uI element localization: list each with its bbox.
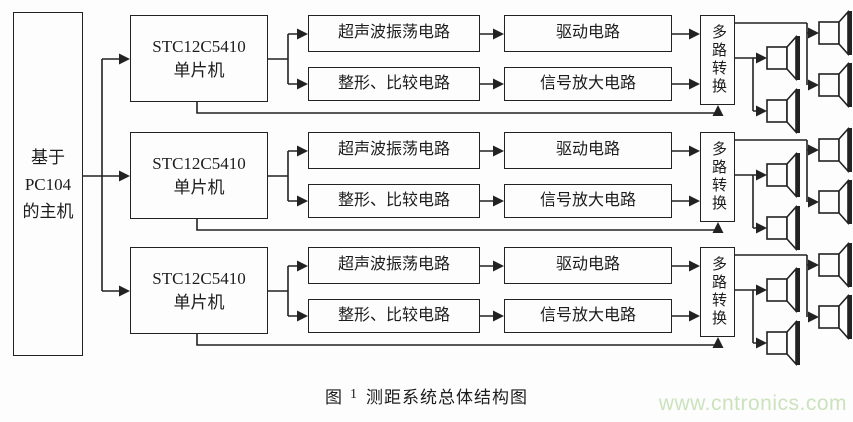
oscillator-box-3: 超声波振荡电路 [308, 247, 480, 284]
mcu-label-line1: STC12C5410 [152, 153, 246, 173]
arrow-icon [689, 310, 700, 322]
transducer-icon [766, 88, 801, 134]
arrow-icon [689, 28, 700, 40]
arrow-icon [297, 145, 308, 157]
transducer-icon [818, 127, 853, 173]
mcu-label-line2: 单片机 [173, 292, 225, 312]
mux-box-2: 多路转换 [700, 132, 735, 222]
arrow-icon [808, 144, 819, 156]
oscillator-box-2: 超声波振荡电路 [308, 132, 480, 169]
mcu-label-line1: STC12C5410 [152, 268, 246, 288]
arrow-icon [689, 195, 700, 207]
arrow-icon [756, 337, 767, 349]
arrow-icon [756, 52, 767, 64]
figure-title: 测距系统总体结构图 [366, 388, 528, 407]
amplifier-box-3: 信号放大电路 [504, 299, 672, 333]
transducer-icon [766, 35, 801, 81]
arrow-icon [808, 196, 819, 208]
mcu-box-2: STC12C5410 单片机 [130, 132, 268, 219]
driver-box-3: 驱动电路 [504, 247, 672, 284]
arrow-icon [756, 222, 767, 234]
row-2-connectors [102, 127, 853, 251]
row-1-connectors [102, 10, 853, 134]
arrow-icon [297, 260, 308, 272]
amplifier-box-1: 信号放大电路 [504, 67, 672, 101]
arrow-icon [689, 145, 700, 157]
watermark-text: www.cntronics.com [658, 392, 847, 415]
mcu-label-line2: 单片机 [173, 177, 225, 197]
arrow-icon [493, 145, 504, 157]
mux-label: 多路转换 [710, 141, 726, 213]
arrow-icon [297, 310, 308, 322]
transducer-icon [818, 10, 853, 56]
driver-box-1: 驱动电路 [504, 15, 672, 52]
arrow-icon [689, 260, 700, 272]
mcu-label-line1: STC12C5410 [152, 36, 246, 56]
arrow-icon [119, 285, 130, 297]
arrow-icon [756, 105, 767, 117]
driver-box-2: 驱动电路 [504, 132, 672, 169]
shaping-comparator-box-1: 整形、比较电路 [308, 67, 480, 101]
arrow-icon [297, 78, 308, 90]
arrow-icon [756, 169, 767, 181]
mux-box-1: 多路转换 [700, 15, 735, 105]
transducer-icon [766, 152, 801, 198]
arrow-icon [493, 28, 504, 40]
host-bus-lines [83, 59, 103, 291]
amplifier-box-2: 信号放大电路 [504, 184, 672, 218]
mux-label: 多路转换 [710, 24, 726, 96]
transducer-icon [766, 320, 801, 366]
oscillator-box-1: 超声波振荡电路 [308, 15, 480, 52]
transducer-icon [818, 179, 853, 225]
host-label-line3: 的主机 [22, 201, 74, 221]
row-3-connectors [102, 242, 853, 366]
transducer-icon [818, 294, 853, 340]
transducer-icon [766, 205, 801, 251]
mcu-label-line2: 单片机 [173, 60, 225, 80]
arrow-icon [493, 195, 504, 207]
transducer-icon [818, 62, 853, 108]
arrow-icon [808, 79, 819, 91]
arrow-icon [493, 310, 504, 322]
transducer-icon [818, 242, 853, 288]
arrow-icon [119, 170, 130, 182]
arrow-icon [712, 222, 724, 233]
arrow-icon [297, 28, 308, 40]
arrow-icon [493, 78, 504, 90]
arrow-icon [756, 284, 767, 296]
arrow-icon [808, 259, 819, 271]
arrow-icon [712, 105, 724, 116]
shaping-comparator-box-3: 整形、比较电路 [308, 299, 480, 333]
arrow-icon [689, 78, 700, 90]
figure-label: 图 [325, 388, 343, 407]
arrow-icon [808, 27, 819, 39]
host-label-line2: PC104 [24, 174, 72, 194]
mcu-box-3: STC12C5410 单片机 [130, 247, 268, 334]
arrow-icon [712, 337, 724, 348]
transducer-icon [766, 267, 801, 313]
arrow-icon [119, 53, 130, 65]
shaping-comparator-box-2: 整形、比较电路 [308, 184, 480, 218]
mux-label: 多路转换 [710, 256, 726, 328]
mcu-box-1: STC12C5410 单片机 [130, 15, 268, 102]
mux-box-3: 多路转换 [700, 247, 735, 337]
arrow-icon [493, 260, 504, 272]
host-box: 基于 PC104 的主机 [13, 12, 83, 356]
arrow-icon [297, 195, 308, 207]
arrow-icon [808, 311, 819, 323]
host-label-line1: 基于 [31, 147, 65, 167]
figure-number: 1 [350, 387, 357, 402]
